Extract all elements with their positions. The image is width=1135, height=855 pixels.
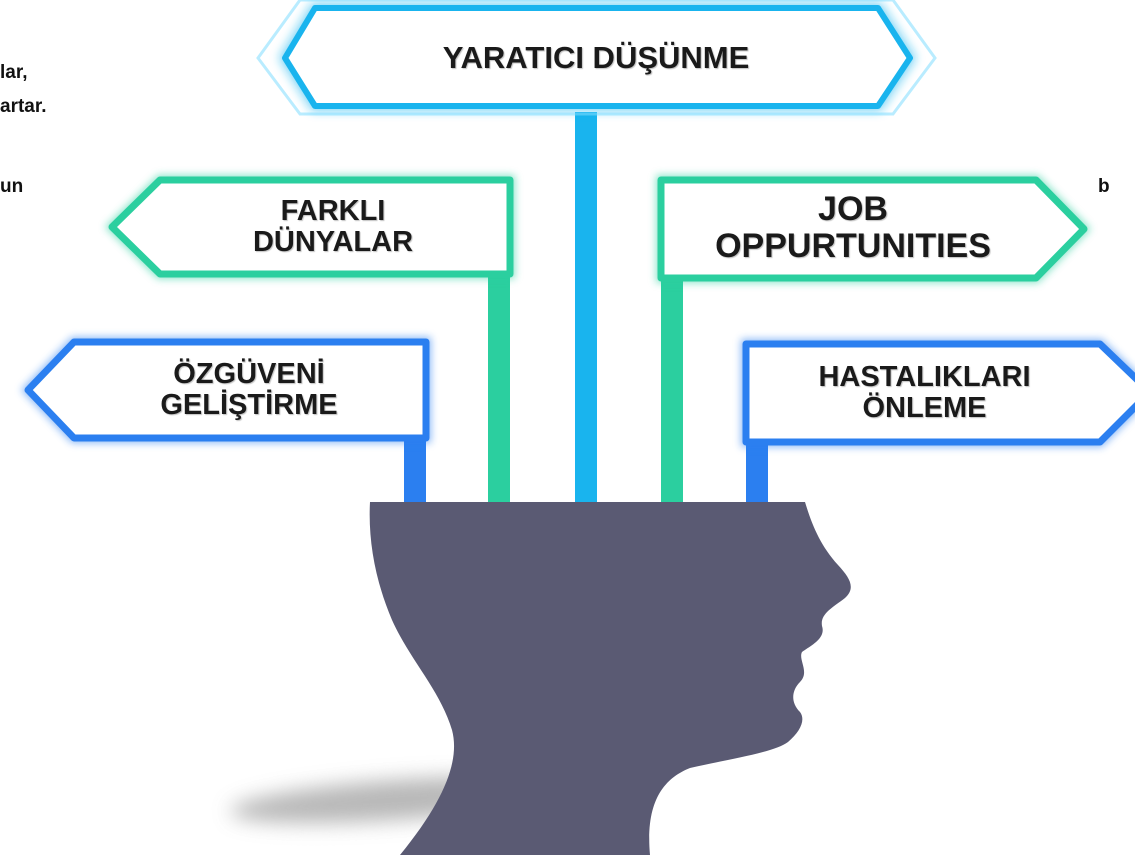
sign-left-lower-label: ÖZGÜVENİ GELİŞTİRME: [78, 346, 420, 434]
sign-left-lower-line-2: GELİŞTİRME: [160, 389, 338, 421]
sign-right-upper-label: JOB OPPURTUNITIES: [668, 182, 1038, 274]
background-text-fragment: un: [0, 176, 24, 197]
sign-right-upper-line-2: OPPURTUNITIES: [715, 227, 991, 265]
sign-right-lower-label: HASTALIKLARI ÖNLEME: [752, 348, 1097, 438]
sign-right-upper-line-1: JOB: [818, 190, 888, 229]
sign-top-label: YARATICI DÜŞÜNME: [320, 10, 872, 106]
sign-top-outline: [256, 0, 937, 116]
sign-left-upper-board: [108, 176, 514, 278]
pole-left-upper: [488, 272, 510, 502]
head-silhouette: [369, 502, 851, 855]
sign-left-upper-line-2: DÜNYALAR: [252, 226, 414, 258]
sign-left-lower-line-1: ÖZGÜVENİ: [173, 357, 325, 390]
background-text-fragment: artar.: [0, 96, 47, 117]
sign-top-line: YARATICI DÜŞÜNME: [442, 40, 750, 76]
sign-left-upper-label: FARKLI DÜNYALAR: [162, 184, 504, 270]
pole-right-lower: [746, 440, 768, 502]
pole-right-upper: [661, 276, 683, 502]
sign-right-lower-board: [742, 340, 1135, 446]
background-text-fragment: lar,: [0, 62, 28, 83]
background-text-fragment: b: [1098, 176, 1110, 197]
pole-left-lower: [404, 436, 426, 502]
sign-right-lower-line-1: HASTALIKLARI: [818, 360, 1031, 393]
sign-left-upper-line-1: FARKLI: [280, 194, 386, 227]
pole-top: [575, 112, 597, 502]
sign-top-board: [282, 5, 913, 109]
sign-right-lower-line-2: ÖNLEME: [862, 392, 987, 424]
sign-right-upper-board: [657, 176, 1088, 282]
sign-left-lower-board: [24, 338, 430, 442]
